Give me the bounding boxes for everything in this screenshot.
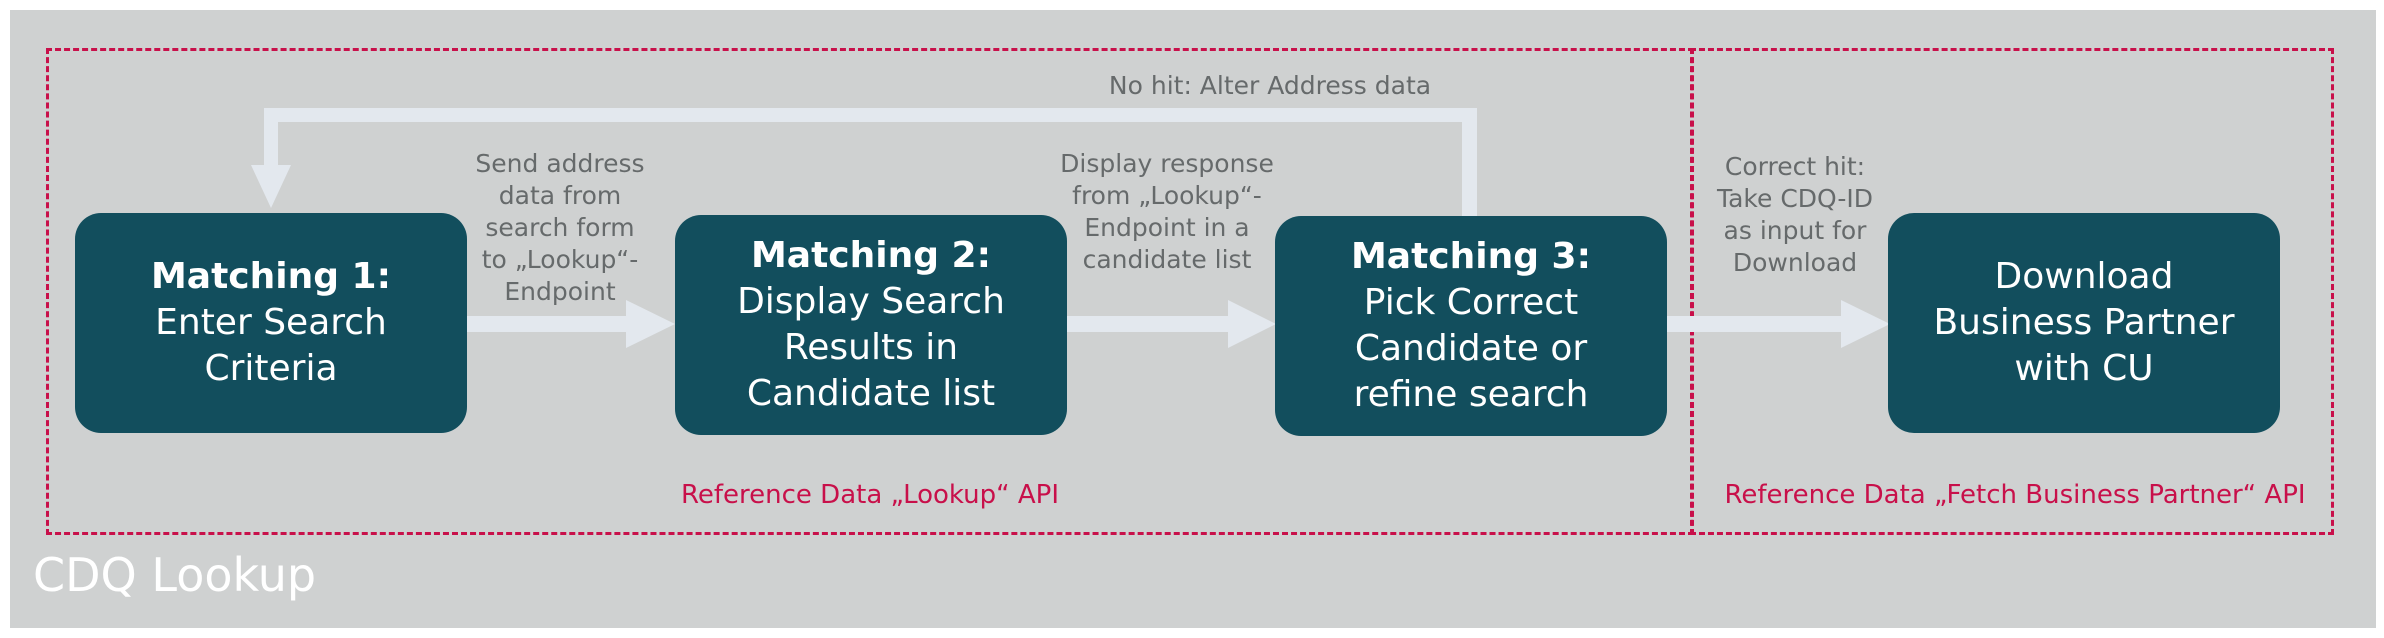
label-line: Send address <box>475 149 645 178</box>
step-line: refine search <box>1353 374 1589 415</box>
step-line: Download <box>1994 256 2174 297</box>
label-line: search form <box>485 213 635 242</box>
fetch-api-zone <box>1690 48 2334 535</box>
label-line: to „Lookup“- <box>481 245 639 274</box>
label-line: Download <box>1732 248 1858 277</box>
no-hit-arrow <box>251 108 1477 218</box>
step-title: Matching 2: <box>750 235 991 276</box>
correct-hit-label: Correct hit: Take CDQ-ID as input for Do… <box>1700 151 1890 279</box>
step-matching-1: Matching 1: Enter Search Criteria <box>75 213 467 433</box>
label-line: Endpoint <box>504 277 616 306</box>
label-line: Endpoint in a <box>1084 213 1250 242</box>
step-matching-3: Matching 3: Pick Correct Candidate or re… <box>1275 216 1667 436</box>
label-line: Correct hit: <box>1724 152 1866 181</box>
fetch-api-label: Reference Data „Fetch Business Partner“ … <box>1724 480 2306 510</box>
step-title: Matching 3: <box>1350 236 1591 277</box>
step-matching-2: Matching 2: Display Search Results in Ca… <box>675 215 1067 435</box>
label-line: as input for <box>1723 216 1867 245</box>
send-address-label: Send address data from search form to „L… <box>460 148 660 308</box>
no-hit-label: No hit: Alter Address data <box>1080 70 1460 102</box>
label-line: data from <box>498 181 622 210</box>
step-line: Results in <box>783 327 959 368</box>
lookup-api-label: Reference Data „Lookup“ API <box>680 480 1060 510</box>
display-arrow <box>1066 300 1276 348</box>
send-arrow <box>466 300 675 348</box>
step-download: Download Business Partner with CU <box>1888 213 2280 433</box>
step-line: Candidate or <box>1354 328 1588 369</box>
step-title: Matching 1: <box>150 256 391 297</box>
correct-hit-arrow <box>1667 300 1890 348</box>
step-line: Enter Search <box>155 302 387 343</box>
step-line: Criteria <box>204 348 338 389</box>
label-line: No hit: Alter Address data <box>1108 71 1432 100</box>
label-line: from „Lookup“- <box>1072 181 1262 210</box>
step-line: Display Search <box>737 281 1005 322</box>
step-line: Pick Correct <box>1363 282 1579 323</box>
step-line: Business Partner <box>1933 302 2235 343</box>
label-line: Take CDQ-ID <box>1716 184 1874 213</box>
frame-title: CDQ Lookup <box>33 548 317 602</box>
step-line: Candidate list <box>746 373 996 414</box>
display-response-label: Display response from „Lookup“- Endpoint… <box>1047 148 1287 276</box>
step-line: with CU <box>2014 348 2154 389</box>
label-line: candidate list <box>1082 245 1252 274</box>
label-line: Display response <box>1060 149 1274 178</box>
